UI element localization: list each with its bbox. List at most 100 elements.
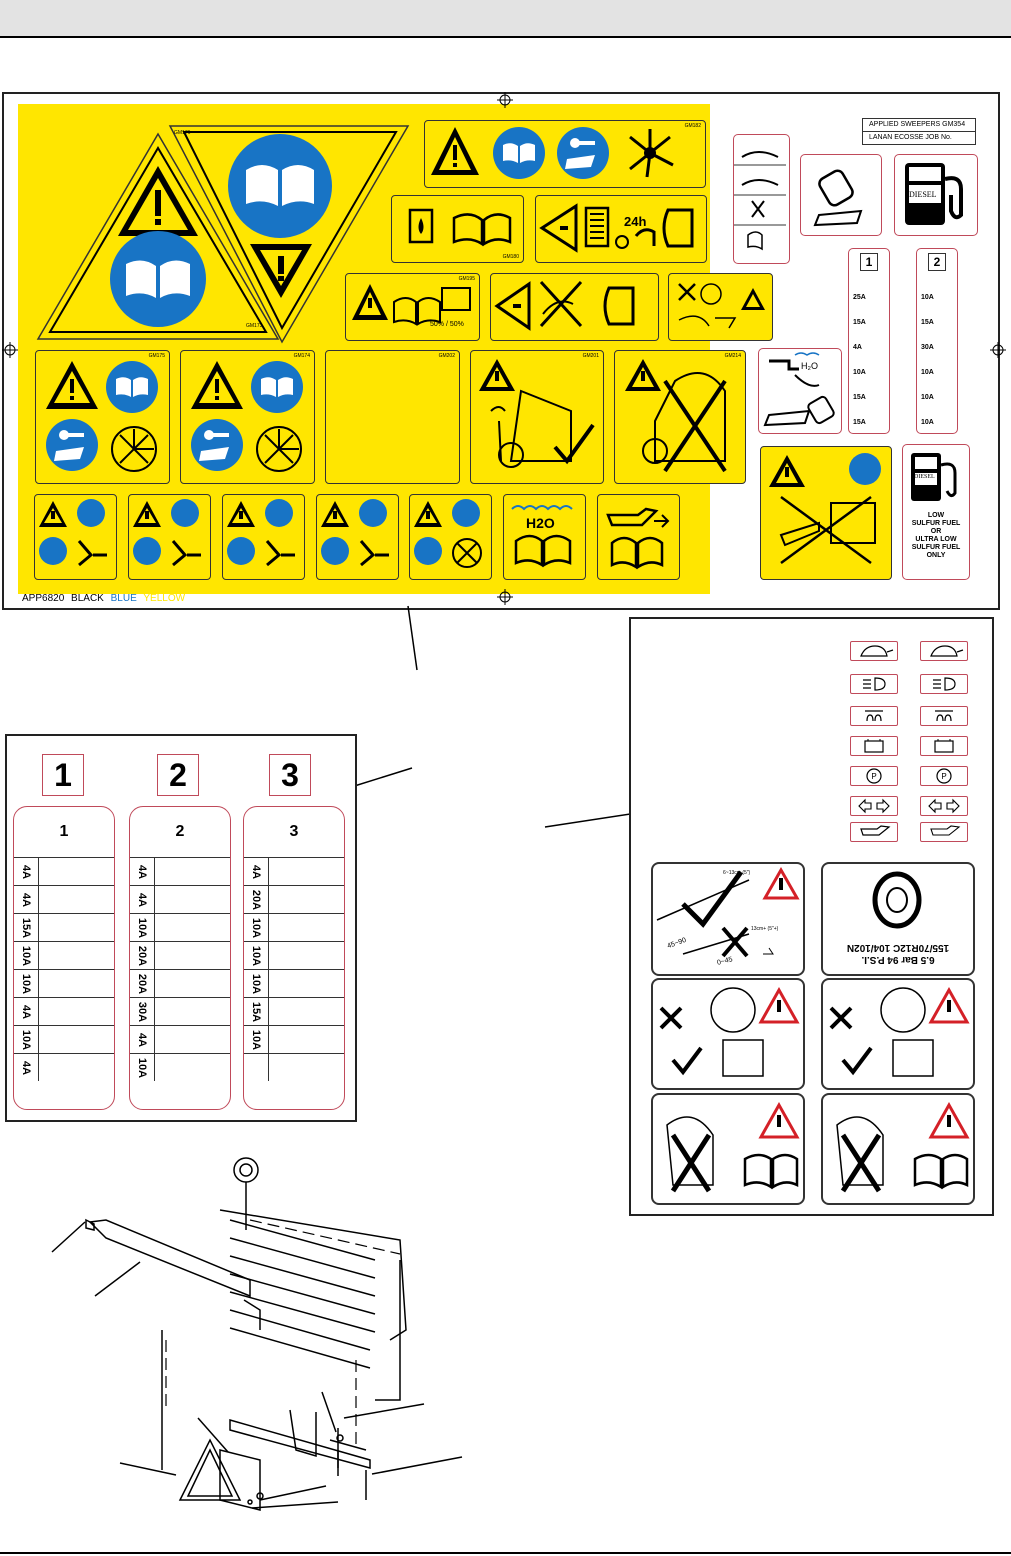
parking-brake-icon: P xyxy=(850,766,898,786)
decal-code: GM176 xyxy=(174,130,191,136)
decal-tyre-pressure: 6.5 Bar 94 P.S.I. 155/70R12C 104/102N xyxy=(821,862,975,976)
decal-code: GM174 xyxy=(293,353,310,359)
decal-hopper-warning-1 xyxy=(651,1093,805,1205)
color-blue-label: BLUE xyxy=(110,593,137,604)
decal-service-strip xyxy=(733,134,790,264)
decal-code: GM180 xyxy=(502,254,519,260)
fuse-amp: 20A xyxy=(250,889,262,910)
fuse-column-3: 3 4A 20A 10A 10A 10A 15A 10A xyxy=(243,806,345,1110)
decal-support-check: GM201 xyxy=(470,350,604,484)
fuse-row: 10A xyxy=(130,913,230,941)
fuse-row xyxy=(244,1053,344,1081)
fuse-amp: 20A xyxy=(136,945,148,966)
fuse-group-number: 1 xyxy=(42,754,84,796)
decal-code: GM175 xyxy=(148,353,165,359)
low-sulfur-line: OR xyxy=(930,528,942,535)
decal-small-h2o: H2O xyxy=(503,494,586,580)
fuse-row: 4A xyxy=(130,1025,230,1053)
fuse-row: 4A xyxy=(14,997,114,1025)
oil-can-icon xyxy=(920,822,968,842)
manual-number: 1 xyxy=(59,823,69,840)
decal-warning-fan-1: GM175 xyxy=(35,350,170,484)
fuse-group-number: 2 xyxy=(157,754,199,796)
battery-icon xyxy=(850,736,898,756)
registration-mark-icon xyxy=(497,589,513,605)
fuse-row: 4A xyxy=(244,857,344,885)
fuse-amp: 4A xyxy=(136,892,148,907)
fuse-row: 10A xyxy=(244,913,344,941)
fuse-row: 10A xyxy=(244,969,344,997)
fuse-amp: 15A xyxy=(853,419,866,426)
fuse-amp: 25A xyxy=(853,294,866,301)
decal-small-2 xyxy=(128,494,211,580)
diesel-label: DIESEL xyxy=(914,474,935,480)
fuse-row: 10A xyxy=(130,1053,230,1081)
decal-small-oil xyxy=(597,494,680,580)
tyre-spec-line: 155/70R12C 104/102N xyxy=(846,942,950,953)
page-header-bar xyxy=(0,0,1011,38)
brand-line-2: LANAN ECOSSE JOB No. xyxy=(869,134,952,141)
decal-slope-angle: 45~90 0~45 6~13cm (5") 13cm+ (5"+) xyxy=(651,862,805,976)
color-yellow-label: YELLOW xyxy=(143,593,186,604)
fuse-amp: 4A xyxy=(136,864,148,879)
fuse-row: 4A xyxy=(130,885,230,913)
low-sulfur-line: ULTRA LOW xyxy=(915,536,957,543)
fuse-label-panel: 1 2 3 1 4A 4A 15A 10A 10A 4A 10A 4A 2 4A… xyxy=(5,734,357,1122)
fuse-amp: 15A xyxy=(250,1001,262,1022)
fuse-amp: 20A xyxy=(136,973,148,994)
fuse-amp: 10A xyxy=(136,917,148,938)
fuse-strip-number: 2 xyxy=(928,253,946,271)
fuse-row: 10A xyxy=(244,941,344,969)
low-sulfur-line: SULFUR FUEL xyxy=(911,544,961,551)
low-sulfur-line: SULFUR FUEL xyxy=(911,520,961,527)
mix-ratio-label: 50% / 50% xyxy=(430,321,464,328)
decal-small-3 xyxy=(222,494,305,580)
fuse-amp: 4A xyxy=(20,864,32,879)
h2o-label: H2O xyxy=(526,515,555,531)
decal-24h-filter: 24h xyxy=(535,195,707,263)
slope-dim-2: 13cm+ (5"+) xyxy=(751,926,779,932)
decal-diesel-pump: DIESEL xyxy=(894,154,978,236)
fuse-row: 10A xyxy=(14,941,114,969)
fuse-amp: 4A xyxy=(20,892,32,907)
registration-mark-icon xyxy=(990,342,1006,358)
decal-blank: GM202 xyxy=(325,350,460,484)
oil-can-icon xyxy=(850,822,898,842)
fuse-amp: 10A xyxy=(921,294,934,301)
registration-mark-icon xyxy=(2,342,18,358)
decal-code: GM173 xyxy=(246,323,263,329)
registration-mark-icon xyxy=(497,92,513,108)
large-triangle-decals xyxy=(36,125,410,344)
decal-no-prop: GM214 xyxy=(614,350,746,484)
decal-code: GM201 xyxy=(582,353,599,359)
page-footer-rule xyxy=(0,1552,1011,1554)
decal-code: GM182 xyxy=(684,123,701,129)
turn-signal-icon xyxy=(850,796,898,816)
decal-code: GM202 xyxy=(438,353,455,359)
fuse-row: 20A xyxy=(130,969,230,997)
fuse-amp: 10A xyxy=(20,973,32,994)
turtle-icon xyxy=(920,641,968,661)
decal-code: GM195 xyxy=(458,276,475,282)
fuse-row: 15A xyxy=(14,913,114,941)
low-sulfur-line: LOW xyxy=(927,512,945,519)
decal-small-5 xyxy=(409,494,492,580)
fuse-amp: 10A xyxy=(853,369,866,376)
indicator-decal-panel: P P 45~90 0~45 6~13cm (5") 13cm+ (5"+) 6… xyxy=(629,617,994,1216)
slope-dim-1: 6~13cm (5") xyxy=(723,870,751,876)
fuse-amp: 15A xyxy=(921,319,934,326)
fuse-amp: 10A xyxy=(250,945,262,966)
tyre-spec-line: 6.5 Bar 94 P.S.I. xyxy=(861,954,935,965)
decal-battery-manual: 50% / 50% GM195 xyxy=(345,273,480,341)
fuse-amp: 10A xyxy=(250,917,262,938)
fuse-column-2: 2 4A 4A 10A 20A 20A 30A 4A 10A xyxy=(129,806,231,1110)
svg-text:P: P xyxy=(941,772,946,781)
fuse-row: 15A xyxy=(244,997,344,1025)
glow-plug-icon xyxy=(850,706,898,726)
fuse-amp: 10A xyxy=(921,369,934,376)
headlight-icon xyxy=(920,674,968,694)
mounting-bracket-diagram xyxy=(85,1157,407,1511)
